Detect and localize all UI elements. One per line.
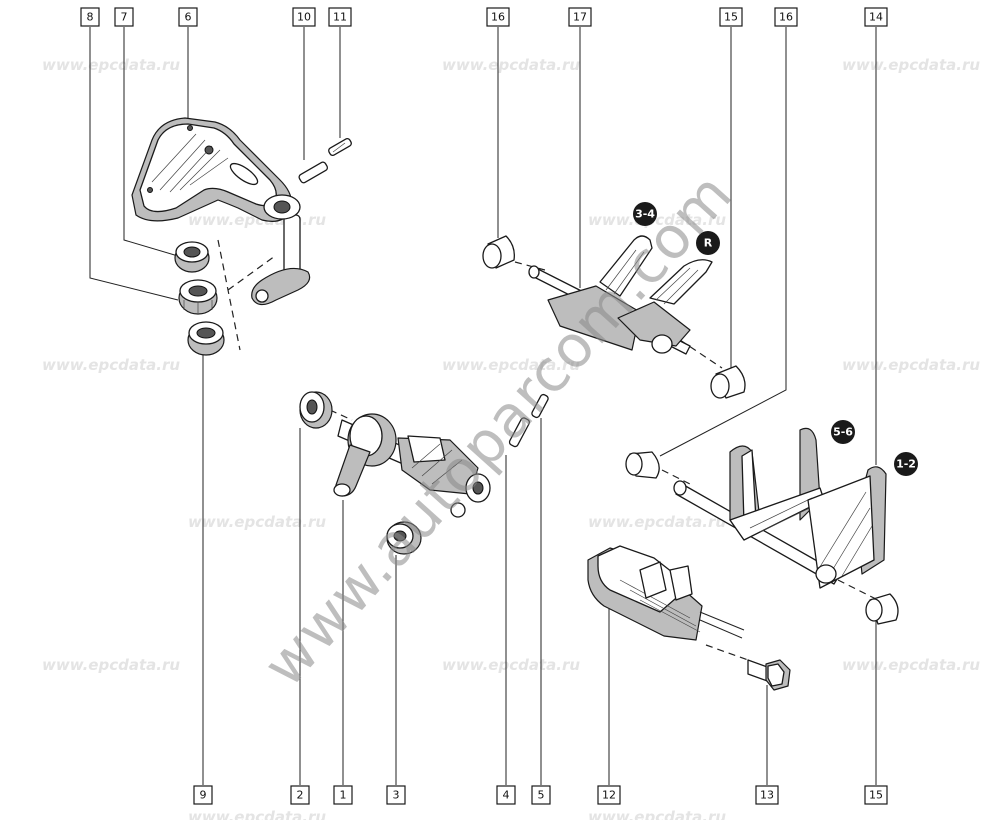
bushing-part-16-top	[482, 235, 515, 269]
callout-label[interactable]: 6	[178, 7, 198, 27]
callout-label[interactable]: 15	[864, 785, 888, 805]
bushing-part-15-lower	[865, 593, 899, 625]
assembly-line	[514, 261, 546, 271]
shaft-assembly-part-1	[333, 413, 491, 518]
leader-line	[89, 27, 179, 301]
callout-number: 14	[869, 11, 883, 24]
watermark-text: www.epcdata.ru	[842, 356, 980, 374]
watermark-text: www.epcdata.ru	[442, 56, 580, 74]
callout-label[interactable]: 4	[496, 785, 516, 805]
callout-number: 1	[340, 789, 347, 802]
pin-part-11	[328, 137, 352, 157]
watermark-text: www.epcdata.ru	[42, 656, 180, 674]
callout-label[interactable]: 16	[774, 7, 798, 27]
gear-badge-1-2: 1-2	[894, 452, 918, 476]
callout-number: 4	[503, 789, 510, 802]
pin-part-10	[298, 161, 329, 184]
watermark-text: www.epcdata.ru	[842, 656, 980, 674]
selector-shaft	[251, 194, 311, 306]
callout-number: 7	[121, 11, 128, 24]
callout-label[interactable]: 11	[328, 7, 352, 27]
callout-row-top: 8 7 6 10 11 16 17 15 16 14	[80, 7, 888, 27]
callout-number: 6	[185, 11, 192, 24]
callout-label[interactable]: 5	[531, 785, 551, 805]
callout-number: 16	[491, 11, 505, 24]
assembly-line	[679, 339, 723, 369]
assembly-line	[837, 579, 879, 601]
gear-badge-5-6: 5-6	[831, 420, 855, 444]
watermark-text: www.epcdata.ru	[442, 656, 580, 674]
assembly-line	[227, 255, 276, 291]
callout-label[interactable]: 12	[597, 785, 621, 805]
callout-number: 9	[200, 789, 207, 802]
callout-number: 13	[760, 789, 774, 802]
interlock-plate-part-12	[587, 545, 745, 641]
watermark-text: www.epcdata.ru	[588, 808, 726, 820]
callout-label[interactable]: 16	[486, 7, 510, 27]
fork-assembly-part-14	[673, 427, 887, 589]
watermark-text: www.epcdata.ru	[588, 513, 726, 531]
nut-part-3	[386, 521, 422, 555]
gear-badge-label: 1-2	[896, 458, 916, 471]
callout-label[interactable]: 8	[80, 7, 100, 27]
watermark-text: www.epcdata.ru	[842, 56, 980, 74]
watermark-text: www.epcdata.ru	[188, 808, 326, 820]
callout-number: 16	[779, 11, 793, 24]
gear-badge-reverse: R	[696, 231, 720, 255]
leader-line	[659, 27, 787, 457]
watermark-text: www.epcdata.ru	[442, 356, 580, 374]
pin-part-4	[508, 417, 531, 448]
callout-number: 15	[869, 789, 883, 802]
callout-label[interactable]: 1	[333, 785, 353, 805]
callout-number: 12	[602, 789, 616, 802]
pin-part-5	[531, 393, 549, 419]
callout-label[interactable]: 2	[290, 785, 310, 805]
callout-row-bottom: 9 2 1 3 4 5 12 13 15	[193, 785, 888, 805]
assembly-line	[661, 469, 691, 485]
gear-badge-label: R	[704, 237, 713, 250]
gear-badge-label: 3-4	[635, 208, 655, 221]
bushing-part-15-upper	[710, 365, 746, 399]
bushing-part-16-lower	[625, 451, 660, 479]
assembly-line	[705, 644, 749, 661]
fork-assembly-part-17	[528, 235, 713, 355]
leader-lines	[89, 27, 877, 785]
callout-label[interactable]: 15	[719, 7, 743, 27]
ring-part-8	[178, 279, 218, 315]
callout-number: 8	[87, 11, 94, 24]
callout-label[interactable]: 9	[193, 785, 213, 805]
watermark-text: www.epcdata.ru	[42, 56, 180, 74]
callout-number: 3	[393, 789, 400, 802]
leader-line	[123, 27, 179, 257]
gear-badge-label: 5-6	[833, 426, 853, 439]
gear-badge-3-4: 3-4	[633, 202, 657, 226]
callout-label[interactable]: 3	[386, 785, 406, 805]
callout-number: 5	[538, 789, 545, 802]
watermark-text: www.epcdata.ru	[42, 356, 180, 374]
callout-number: 2	[297, 789, 304, 802]
callout-number: 10	[297, 11, 311, 24]
assembly-line	[217, 239, 241, 351]
callout-label[interactable]: 17	[568, 7, 592, 27]
assembly-lines	[217, 239, 879, 661]
watermark-layer: www.epcdata.ru www.epcdata.ru www.epcdat…	[42, 56, 980, 820]
callout-number: 17	[573, 11, 587, 24]
ring-part-9	[187, 321, 225, 356]
assembly-line	[329, 409, 353, 421]
callout-number: 15	[724, 11, 738, 24]
callout-label[interactable]: 14	[864, 7, 888, 27]
ring-part-7	[174, 241, 210, 273]
callout-number: 11	[333, 11, 347, 24]
watermark-text: www.epcdata.ru	[188, 513, 326, 531]
callout-label[interactable]: 7	[114, 7, 134, 27]
watermark-text: www.epcdata.ru	[588, 211, 726, 229]
callout-label[interactable]: 13	[755, 785, 779, 805]
selector-plate-part-6	[131, 117, 293, 222]
nut-part-2	[299, 391, 333, 429]
callout-label[interactable]: 10	[292, 7, 316, 27]
bolt-part-13	[747, 659, 791, 691]
